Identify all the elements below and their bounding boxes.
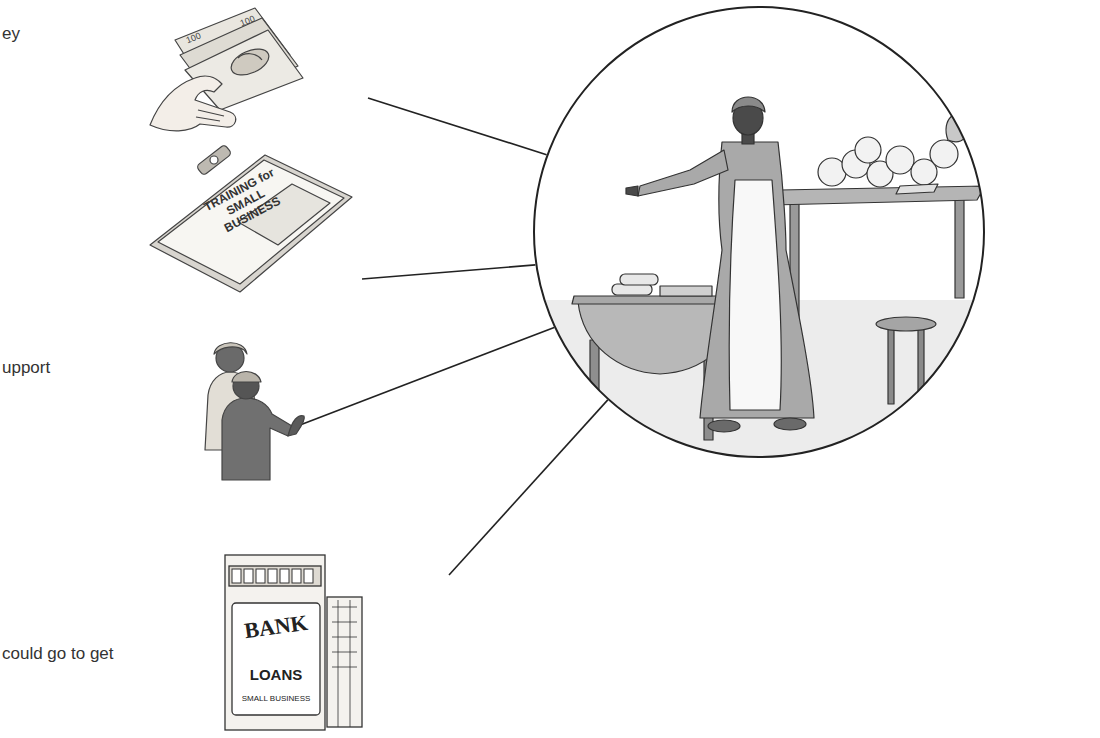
people-picture-part	[222, 398, 292, 480]
market-scene-part-part-part	[660, 286, 712, 296]
money-picture-part	[238, 54, 262, 60]
market-scene-part-part	[774, 418, 806, 430]
people-picture	[205, 343, 304, 480]
market-scene-part-part	[818, 137, 958, 187]
people-picture-part	[232, 372, 261, 383]
clipboard-picture-part	[196, 144, 232, 176]
market-scene-part	[530, 97, 990, 470]
market-scene-part-part	[700, 142, 814, 418]
bank-picture-part-part	[232, 569, 241, 583]
money-picture-part	[185, 30, 303, 110]
market-scene-part-part	[946, 114, 968, 142]
market-scene-part-part	[626, 186, 638, 196]
market-scene	[530, 7, 990, 470]
scene-outline	[534, 7, 984, 457]
caption-text: upport	[2, 358, 50, 378]
money-picture-part	[227, 44, 272, 80]
caption-text: ey	[2, 24, 20, 44]
bank-picture-part-part	[244, 569, 253, 583]
bank-picture-part	[332, 600, 357, 727]
market-scene-part-part	[590, 340, 599, 455]
market-scene-part-part	[612, 274, 712, 296]
market-scene-part-part	[772, 186, 985, 205]
market-scene-part-part	[955, 198, 964, 298]
people-picture-part	[288, 416, 304, 436]
market-scene-part-part-part	[930, 140, 958, 168]
clipboard-picture-part	[210, 156, 218, 164]
bank-picture-part	[225, 555, 325, 730]
clipboard-picture	[150, 144, 352, 292]
bank-picture-part-part	[268, 569, 277, 583]
bank-picture	[225, 555, 362, 730]
market-scene-part-part	[729, 180, 781, 410]
market-scene-part-part	[638, 150, 728, 196]
leader-line	[449, 400, 608, 575]
market-scene-part-part	[896, 184, 938, 194]
bank-sign: LOANS	[244, 666, 308, 683]
market-scene-part-part-part	[855, 137, 881, 163]
money-picture-part	[196, 110, 224, 121]
bank-sign: SMALL BUSINESS	[234, 694, 318, 703]
market-scene-part-part-part	[620, 274, 658, 285]
market-scene-part-part	[708, 420, 740, 432]
bank-picture-part-part	[304, 569, 313, 583]
leader-line	[362, 265, 535, 279]
market-scene-part-part	[888, 326, 894, 404]
money-picture-part	[150, 76, 236, 131]
clipboard-picture-part	[150, 155, 352, 292]
bank-picture-part	[232, 603, 320, 715]
caption-text: could go to get	[2, 644, 114, 664]
bank-picture-part	[232, 569, 313, 583]
bank-picture-part-part	[256, 569, 265, 583]
bank-picture-part-part	[292, 569, 301, 583]
leader-line	[300, 328, 554, 426]
people-picture-part	[214, 343, 247, 354]
market-scene-part-part	[876, 317, 936, 331]
market-scene-part-part-part	[612, 284, 652, 295]
clipboard-picture-part	[158, 160, 344, 284]
market-scene-part-part	[732, 97, 765, 112]
bank-picture-part-part	[280, 569, 289, 583]
bank-picture-part	[327, 597, 362, 727]
money-picture	[150, 8, 303, 131]
leader-line	[368, 98, 547, 155]
market-scene-part-part-part	[886, 146, 914, 174]
bank-picture-part	[229, 566, 321, 586]
